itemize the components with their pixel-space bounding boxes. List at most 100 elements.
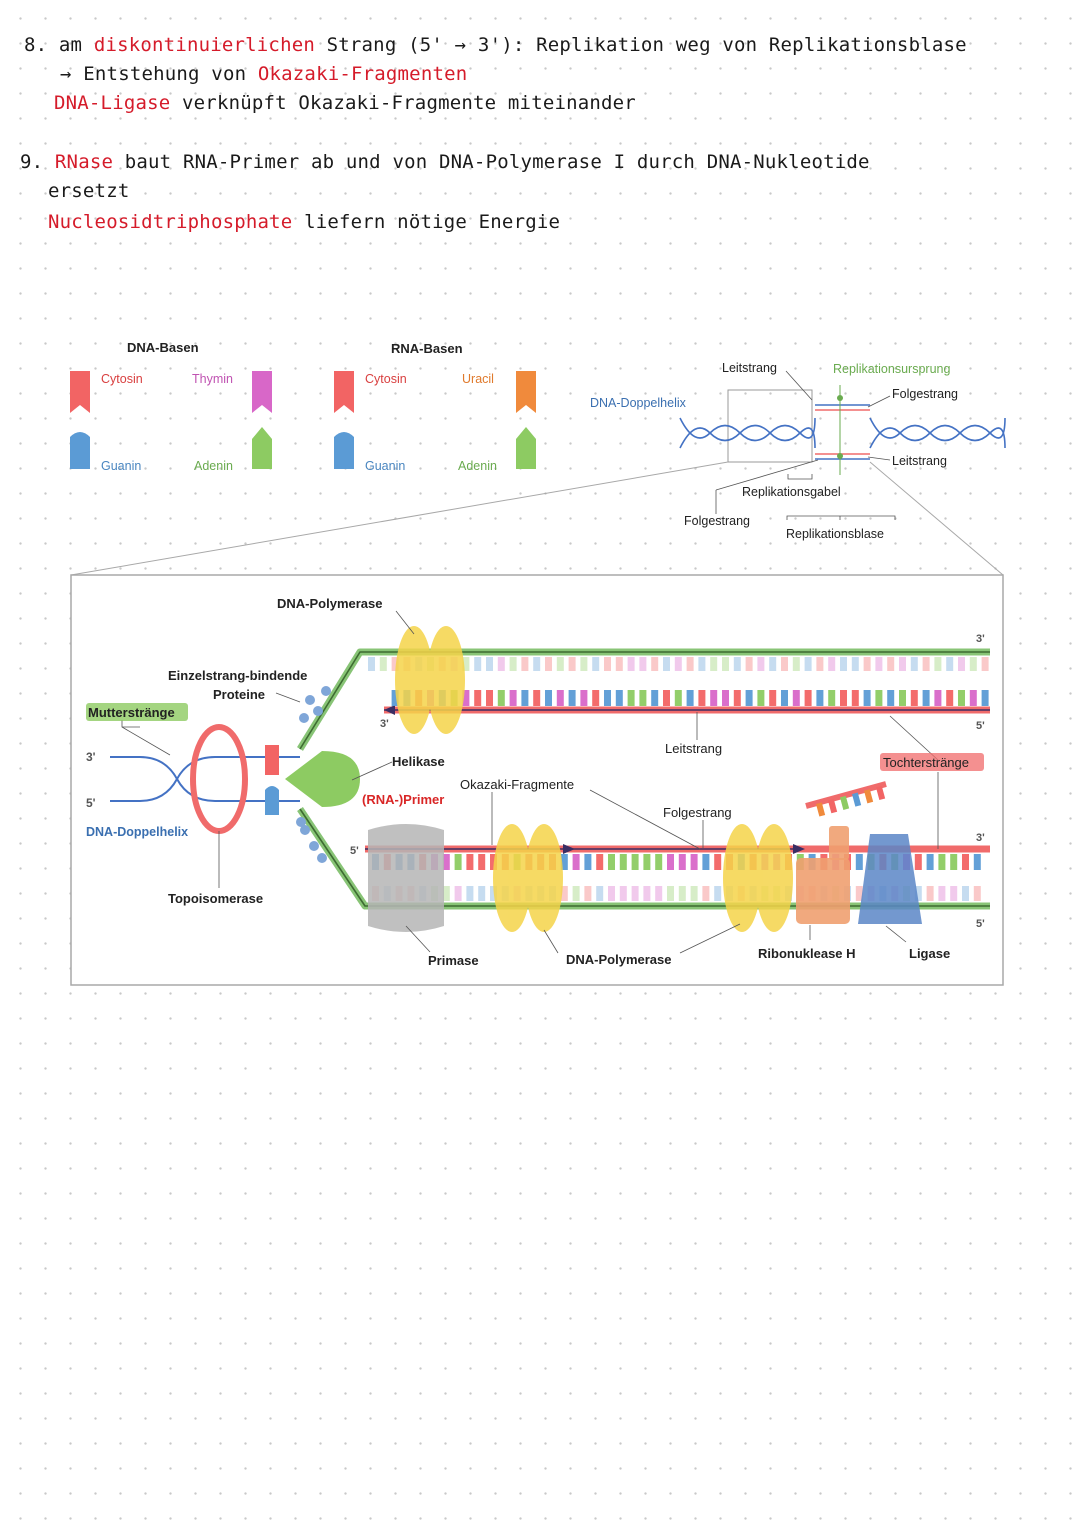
legend-dna: DNA-Basen Cytosin Thymin Guanin Adenin [70,340,272,473]
base-mark [521,657,529,671]
base-mark [781,657,788,671]
base-mark [769,657,777,671]
base-mark [509,690,517,706]
primer-base-mark [827,799,838,814]
overview-replikationsgabel: Replikationsgabel [742,485,841,499]
base-mark [962,854,969,870]
base-mark [973,886,981,901]
base-mark [690,854,698,870]
base-mark [490,854,497,870]
base-mark [619,854,627,870]
ligase-shape [858,834,922,924]
base-mark [875,657,883,671]
base-mark [608,854,615,870]
base-mark [938,854,946,870]
label-topoisomerase: Topoisomerase [168,891,263,906]
label-primer: (RNA-)Primer [362,792,444,807]
base-mark [899,657,906,671]
dna-polymerase-bottom-1 [493,824,563,932]
base-mark [816,690,824,706]
base-mark [722,690,729,706]
note-highlight: Okazaki-Fragmenten [257,63,468,85]
guanin-icon [334,432,354,469]
base-mark [962,886,969,901]
base-mark [981,690,989,706]
note-text: → Entstehung von [60,63,247,85]
base-mark [745,690,753,706]
base-mark [690,886,698,901]
base-mark [899,690,906,706]
base-mark [922,690,930,706]
base-mark [627,657,635,671]
base-mark [914,854,922,870]
base-mark [667,854,674,870]
base-mark [627,690,635,706]
label-ligase: Ligase [909,946,950,961]
base-mark [556,657,564,671]
base-mark [958,657,965,671]
base-mark [639,657,647,671]
base-mark [887,657,895,671]
base-mark [368,657,375,671]
overview-leitstrang-right: Leitstrang [892,454,947,468]
note-8-line3: DNA-Ligase verknüpft Okazaki-Fragmente m… [54,92,636,114]
base-mark [584,886,592,901]
base-mark [934,657,942,671]
overview-folgestrang-right: Folgestrang [892,387,958,401]
label-dna-polymerase-bottom: DNA-Polymerase [566,952,672,967]
base-mark [757,657,765,671]
legend-rna-cytosin: Cytosin [365,372,407,386]
base-mark [840,657,847,671]
legend-dna-cytosin: Cytosin [101,372,143,386]
legend-rna-uracil: Uracil [462,372,494,386]
note-text: verknüpft Okazaki-Fragmente miteinander [182,92,636,114]
label-okazaki: Okazaki-Fragmente [460,777,574,792]
base-mark [509,657,517,671]
primer-base-mark [863,789,874,804]
base-mark [651,690,659,706]
base-mark [828,690,836,706]
base-mark [981,657,989,671]
primer-base-mark [840,795,850,810]
base-mark [486,690,493,706]
base-mark [478,886,486,901]
legend-dna-guanin: Guanin [101,459,141,473]
base-mark [702,886,710,901]
base-mark [851,657,859,671]
base-mark [556,690,564,706]
base-mark [580,657,588,671]
base-mark [678,886,686,901]
label-3prime-inner: 3' [380,718,389,730]
base-mark [714,886,722,901]
detail-panel: DNA-Polymerase Einzelstrang-bindende Pro… [70,574,1004,986]
uracil-icon [516,371,536,413]
label-dna-doppelhelix: DNA-Doppelhelix [86,825,188,839]
base-mark [946,690,954,706]
base-mark [686,657,694,671]
base-mark [663,657,670,671]
note-8-line2: → Entstehung von Okazaki-Fragmenten [60,63,467,85]
base-mark [702,854,710,870]
base-mark [914,886,922,901]
adenin-icon [252,427,272,469]
primase-shape [368,824,444,932]
overview-folgestrang-bottom: Folgestrang [684,514,750,528]
base-mark [584,854,592,870]
base-mark [958,690,965,706]
adenin-icon [516,427,536,469]
base-mark [816,657,824,671]
label-5prime-inner: 5' [350,845,359,857]
base-mark [486,657,493,671]
overview-doppelhelix: DNA-Doppelhelix [590,396,687,410]
base-mark [643,886,651,901]
base-mark [454,854,462,870]
base-mark [733,657,741,671]
base-mark [560,886,568,901]
label-ribonuklease-h: Ribonuklease H [758,946,856,961]
base-mark [474,690,482,706]
overview-leitstrang-top: Leitstrang [722,361,777,375]
legend-dna-title: DNA-Basen [127,340,199,355]
overview-replikationsblase: Replikationsblase [786,527,884,541]
cytosin-icon [265,745,279,775]
